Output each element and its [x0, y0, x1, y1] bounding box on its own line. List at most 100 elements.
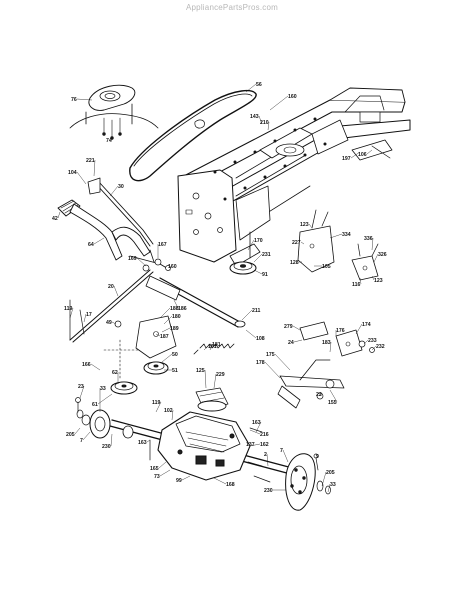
part-label-165: 165: [150, 466, 159, 472]
part-label-20: 20: [108, 284, 114, 290]
part-label-128: 128: [290, 260, 299, 266]
part-label-210: 210: [260, 120, 269, 126]
leader-line: [155, 401, 162, 413]
part-label-74: 74: [106, 138, 112, 144]
leader-line: [266, 453, 269, 467]
leader-line: [76, 98, 93, 101]
part-label-169: 169: [128, 256, 137, 262]
leader-line: [181, 475, 191, 481]
leader-line: [136, 257, 147, 267]
part-label-205: 205: [66, 432, 75, 438]
leader-line: [249, 443, 261, 447]
part-label-125: 125: [196, 368, 205, 374]
part-label-105: 105: [322, 264, 331, 270]
leader-line: [293, 339, 303, 343]
part-label-197: 197: [342, 156, 351, 162]
part-label-187: 187: [160, 334, 169, 340]
leader-line: [241, 309, 253, 321]
part-label-183: 183: [322, 340, 331, 346]
leader-line: [371, 275, 375, 281]
part-label-163: 163: [252, 420, 261, 426]
part-label-230: 230: [102, 444, 111, 450]
leader-line: [329, 341, 332, 353]
part-label-216: 216: [260, 432, 269, 438]
leader-line: [57, 211, 61, 219]
leader-line: [363, 339, 369, 345]
part-labels: 7656160741432101971062211043042641233342…: [52, 82, 387, 494]
part-label-23: 23: [78, 384, 84, 390]
part-label-232: 232: [376, 344, 385, 350]
part-label-116: 116: [352, 282, 360, 288]
part-label-64: 64: [88, 242, 94, 248]
part-label-231: 231: [262, 252, 271, 258]
spring: [193, 343, 235, 355]
shift-linkage: [129, 249, 171, 272]
part-label-336: 336: [364, 236, 373, 242]
part-label-233: 233: [368, 338, 377, 344]
leader-line: [373, 253, 379, 263]
leader-line: [163, 315, 173, 325]
leader-line: [173, 299, 179, 309]
part-label-205: 205: [326, 470, 335, 476]
part-label-102: 102: [164, 408, 173, 414]
leader-line: [93, 159, 96, 177]
part-label-168: 168: [226, 482, 235, 488]
part-label-230: 230: [264, 488, 273, 494]
part-label-188: 188: [170, 306, 179, 312]
part-label-91: 91: [262, 272, 268, 278]
part-label-24: 24: [288, 340, 294, 346]
leader-line: [300, 241, 305, 245]
leader-line: [329, 233, 343, 239]
leader-line: [155, 333, 161, 337]
part-label-161: 161: [208, 344, 217, 350]
leader-line: [327, 483, 331, 493]
part-label-178: 178: [256, 360, 265, 366]
part-label-167: 167: [158, 242, 167, 248]
leader-line: [110, 433, 113, 447]
part-label-174: 174: [362, 322, 371, 328]
part-label-137: 137: [246, 442, 255, 448]
part-label-175: 175: [266, 352, 275, 358]
leader-line: [111, 321, 117, 325]
leader-line: [146, 439, 151, 443]
leader-line: [308, 223, 313, 229]
part-label-189: 189: [170, 326, 179, 332]
part-label-76: 76: [71, 97, 77, 103]
leader-line: [79, 385, 85, 399]
transaxle: [109, 387, 301, 481]
part-label-221: 221: [86, 158, 95, 164]
watermark: AppliancePartsPros.com: [186, 3, 278, 12]
leader-line: [171, 409, 174, 421]
leader-line: [253, 269, 263, 275]
leader-line: [247, 239, 255, 251]
part-label-9: 9: [316, 454, 319, 460]
part-label-2: 2: [264, 452, 267, 458]
leader-line: [159, 307, 171, 319]
part-label-155: 155: [328, 400, 337, 406]
part-label-162: 162: [260, 442, 269, 448]
part-label-180: 180: [172, 314, 181, 320]
leader-line: [319, 393, 323, 397]
leader-line: [213, 373, 217, 389]
part-label-104: 104: [68, 170, 77, 176]
leader-line: [267, 121, 270, 131]
part-label-123: 123: [374, 278, 383, 284]
leader-line: [269, 95, 289, 111]
leader-line: [74, 427, 81, 435]
part-label-99: 99: [176, 478, 182, 484]
part-label-61: 61: [92, 402, 98, 408]
pedal-assembly: [57, 177, 154, 261]
part-label-30: 30: [118, 184, 124, 190]
leader-line: [161, 327, 171, 333]
leader-line: [264, 361, 281, 379]
right-linkage: [277, 321, 375, 409]
leader-line: [113, 285, 119, 297]
leader-line: [253, 253, 263, 263]
leader-line: [274, 353, 291, 371]
leader-line: [93, 237, 105, 245]
leader-line: [359, 277, 362, 285]
leader-line: [158, 461, 167, 469]
right-hub: [253, 453, 331, 511]
part-label-176: 176: [336, 328, 345, 334]
